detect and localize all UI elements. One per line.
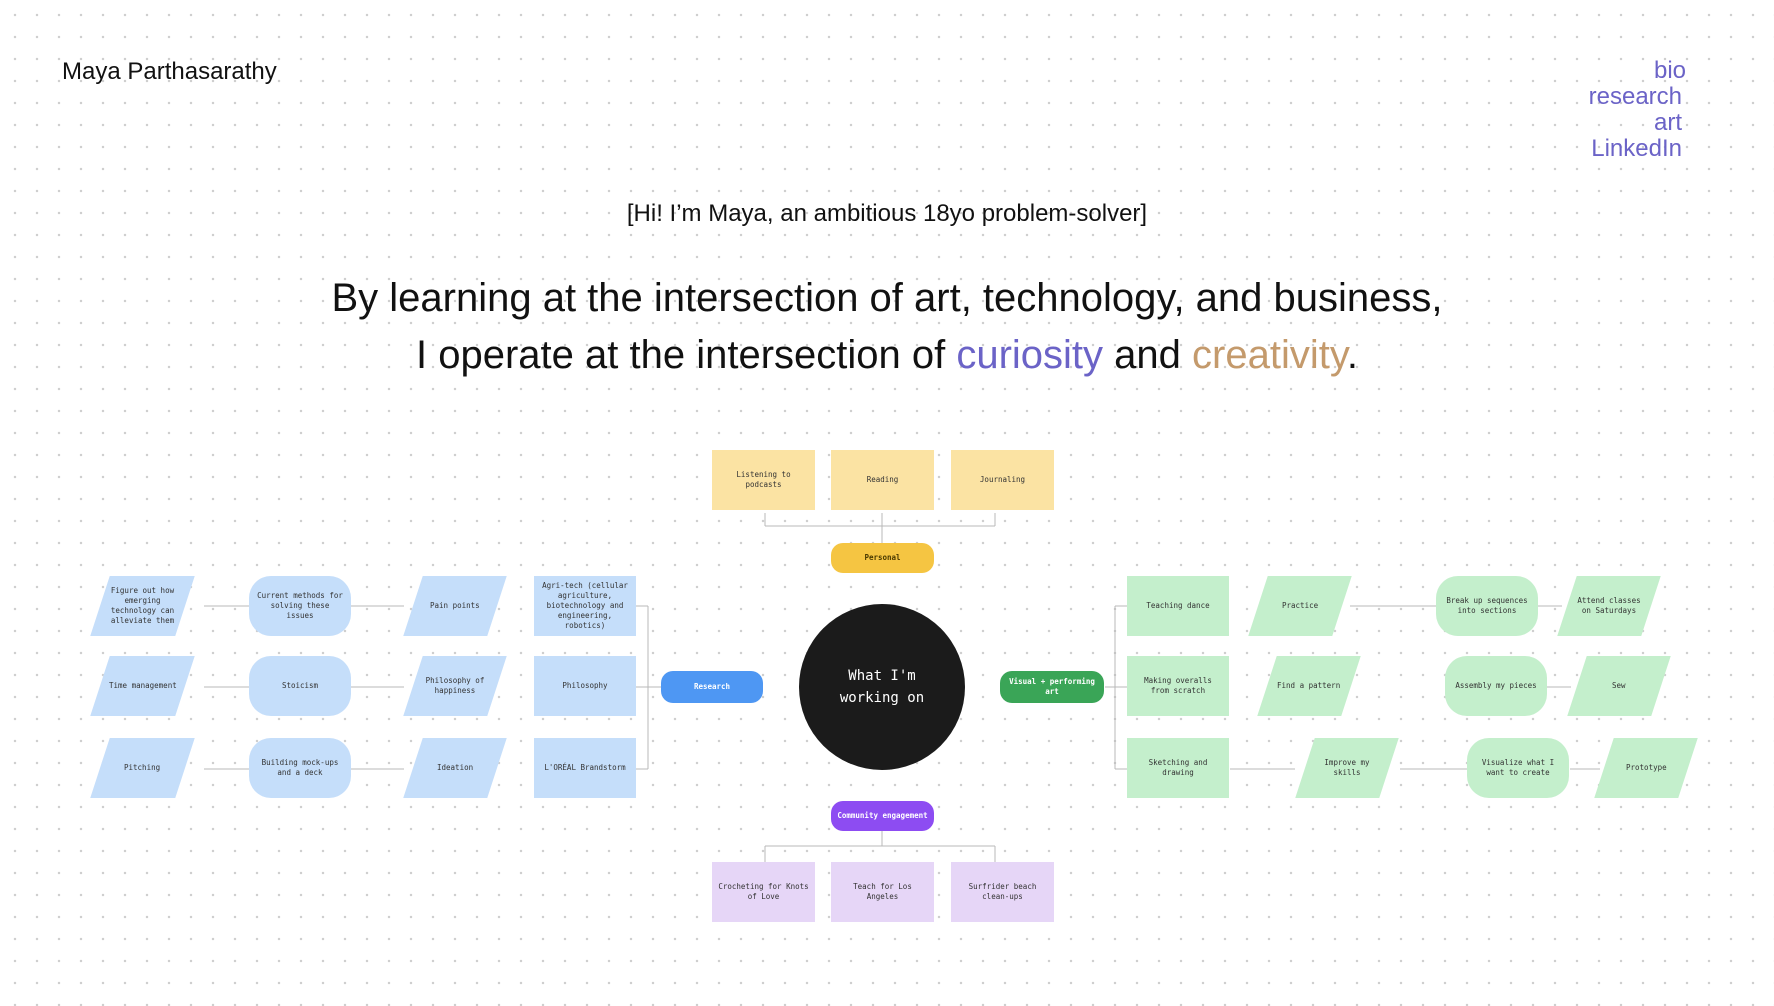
sticky-listening-to-podcasts: Listening to podcasts [712,450,815,510]
research-node-ideation-label: Ideation [436,763,474,772]
sticky-crocheting: Crocheting for Knots of Love [712,862,815,922]
art-node-sketching: Sketching and drawing [1127,738,1229,798]
nav-link-research[interactable]: research [1588,83,1682,110]
headline-line-2-prefix: I operate at the intersection of [416,333,957,377]
research-node-time-management-label: Time management [108,681,177,690]
art-node-making-overalls: Making overalls from scratch [1127,656,1229,716]
art-node-sew-label: Sew [1612,681,1626,690]
profile-name: Maya Parthasarathy [62,58,277,85]
category-research: Research [661,671,763,703]
nav-link-art[interactable]: art [1653,109,1682,136]
research-node-philosophy: Philosophy [534,656,636,716]
highlight-curiosity: curiosity [956,333,1104,377]
category-personal: Personal [831,543,934,573]
sticky-reading: Reading [831,450,934,510]
center-what-im-working-on: What I'm working on [799,604,965,770]
top-nav: bio research art LinkedIn [1588,58,1686,162]
art-node-prototype-label: Prototype [1625,763,1667,772]
research-node-philosophy-of-happiness-label: Philosophy of happiness [425,676,485,695]
research-node-pain-points-label: Pain points [430,601,480,610]
category-community-engagement: Community engagement [831,801,934,831]
headline-line-1: By learning at the intersection of art, … [331,276,1443,320]
art-node-practice-label: Practice [1281,601,1319,610]
art-node-visualize: Visualize what I want to create [1467,738,1569,798]
research-node-loreal-brandstorm: L'ORÉAL Brandstorm [534,738,636,798]
nav-link-bio[interactable]: bio [1653,57,1686,84]
sticky-teach-for-la: Teach for Los Angeles [831,862,934,922]
research-node-agri-tech: Agri-tech (cellular agriculture, biotech… [534,576,636,636]
research-node-stoicism: Stoicism [249,656,351,716]
art-node-break-up-sequences: Break up sequences into sections [1436,576,1538,636]
art-node-improve-skills-label: Improve my skills [1324,758,1370,777]
art-node-find-a-pattern-label: Find a pattern [1277,681,1341,690]
highlight-creativity: creativity [1192,333,1347,377]
art-node-teaching-dance: Teaching dance [1127,576,1229,636]
research-node-current-methods: Current methods for solving these issues [249,576,351,636]
headline: By learning at the intersection of art, … [0,270,1774,384]
sticky-journaling: Journaling [951,450,1054,510]
sticky-surfrider: Surfrider beach clean-ups [951,862,1054,922]
headline-line-2-end: . [1346,333,1358,377]
research-node-pitching-label: Pitching [124,763,161,772]
research-node-emerging-tech-label: Figure out how emerging technology can a… [110,586,175,625]
art-node-assembly-pieces: Assembly my pieces [1445,656,1547,716]
art-node-attend-classes-label: Attend classes on Saturdays [1577,596,1641,615]
nav-link-linkedin[interactable]: LinkedIn [1591,135,1682,162]
category-visual-performing-art: Visual + performing art [1000,671,1104,703]
research-node-mockups: Building mock-ups and a deck [249,738,351,798]
headline-line-2: I operate at the intersection of curiosi… [0,327,1774,384]
headline-line-2-mid: and [1103,333,1193,377]
intro-text: [Hi! I’m Maya, an ambitious 18yo problem… [626,200,1148,227]
